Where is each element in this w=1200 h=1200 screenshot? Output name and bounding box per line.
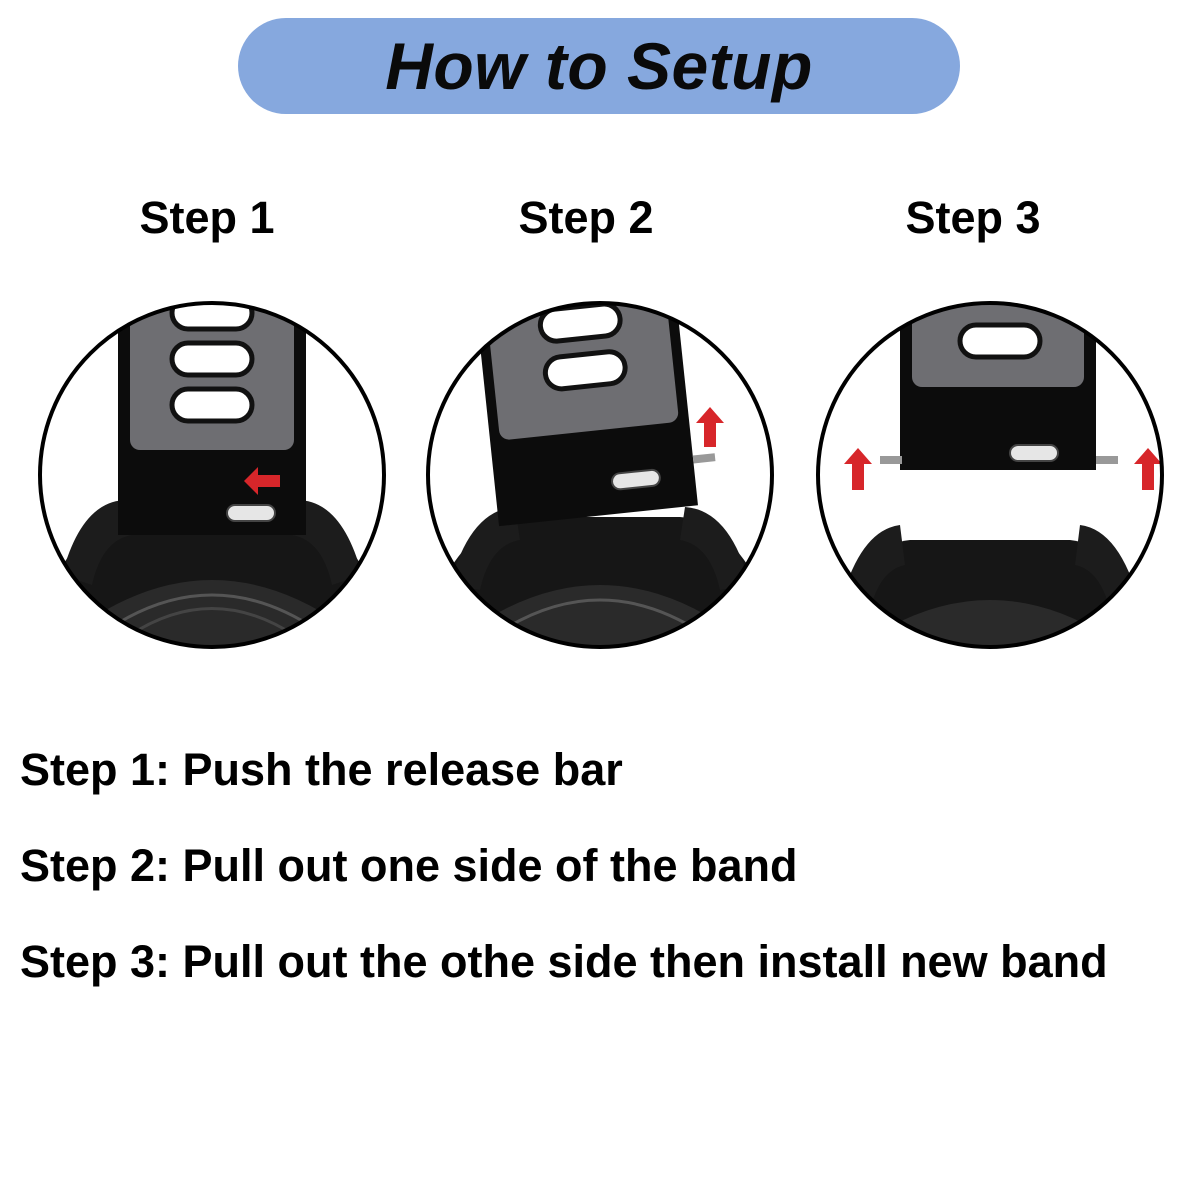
step-2-illustration: [410, 285, 790, 665]
title-banner: How to Setup: [238, 18, 960, 114]
instruction-step-2: Step 2: Pull out one side of the band: [20, 840, 798, 891]
step-1-illustration: [22, 285, 402, 665]
page-title: How to Setup: [385, 29, 813, 103]
step-1-label: Step 1: [139, 192, 275, 243]
step-3-label: Step 3: [905, 192, 1041, 243]
instruction-step-1: Step 1: Push the release bar: [20, 744, 623, 795]
step-3-illustration: [800, 285, 1180, 665]
step-2-label: Step 2: [518, 192, 654, 243]
instruction-step-3: Step 3: Pull out the othe side then inst…: [20, 936, 1108, 987]
